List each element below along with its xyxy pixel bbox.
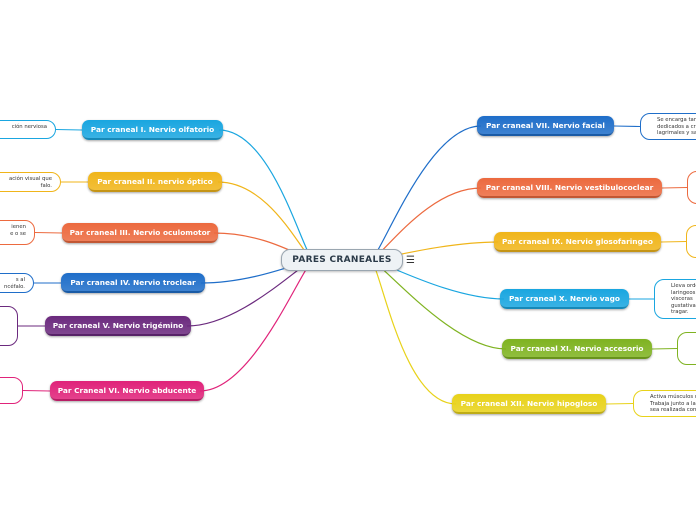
branch-trigemino[interactable]: Par craneal V. Nervio trigémino <box>45 316 191 336</box>
menu-icon[interactable]: ☰ <box>406 255 415 266</box>
branch-vestibulococlear[interactable]: Par craneal VIII. Nervio vestibulococlea… <box>477 178 662 198</box>
note-connector-vestibulococlear <box>661 186 688 189</box>
branch-accesorio[interactable]: Par craneal XI. Nervio accesorio <box>502 339 652 359</box>
branch-label: Par craneal XII. Nervio hipogloso <box>460 398 598 408</box>
branch-label: Par craneal IX. Nervio glosofaringeo <box>502 236 653 246</box>
note-line: Se encarga tan <box>657 117 696 123</box>
connector-hipogloso <box>369 259 457 405</box>
note-line: visceras <box>671 296 693 303</box>
note-line: tragar. <box>671 309 689 316</box>
branch-label: Par craneal II. nervio óptico <box>97 176 213 186</box>
note-line: falo. <box>40 182 52 189</box>
note-connector-hipogloso <box>605 402 634 405</box>
note-line: e o se <box>10 230 26 237</box>
note-connector-oculomotor <box>34 231 63 234</box>
note-line: s al <box>15 277 25 283</box>
note-connector-olfatorio <box>55 128 83 131</box>
connector-olfatorio <box>218 129 315 261</box>
connector-abducente <box>199 259 315 392</box>
note-vestibulococlear[interactable] <box>687 171 696 204</box>
connector-facial <box>369 125 482 261</box>
note-line: laringeos <box>671 289 696 296</box>
branch-abducente[interactable]: Par Craneal VI. Nervio abducente <box>50 381 204 401</box>
note-olfatorio[interactable]: ción nerviosa <box>0 120 56 139</box>
branch-facial[interactable]: Par craneal VII. Nervio facial <box>477 116 614 136</box>
note-line: ienen <box>11 224 26 230</box>
note-line: dedicados a cr <box>657 123 696 130</box>
branch-optico[interactable]: Par craneal II. nervio óptico <box>88 172 222 192</box>
branch-hipogloso[interactable]: Par craneal XII. Nervio hipogloso <box>452 394 606 414</box>
note-line: lagrimales y sa <box>657 130 696 137</box>
branch-olfatorio[interactable]: Par craneal I. Nervio olfatorio <box>82 120 223 140</box>
branch-oculomotor[interactable]: Par craneal III. Nervio oculomotor <box>62 223 218 243</box>
branch-label: Par craneal VII. Nervio facial <box>486 120 605 130</box>
note-connector-facial <box>613 125 641 128</box>
connector-accesorio <box>369 259 507 350</box>
central-topic-label: PARES CRANEALES <box>292 255 392 265</box>
note-line: Lleva orde <box>671 283 696 289</box>
branch-label: Par craneal X. Nervio vago <box>509 293 620 303</box>
branch-label: Par craneal III. Nervio oculomotor <box>69 227 211 237</box>
branch-label: Par craneal I. Nervio olfatorio <box>90 124 215 134</box>
note-abducente[interactable] <box>0 377 23 404</box>
note-line: Trabaja junto a la <box>650 400 696 407</box>
note-line: Activa músculos d <box>650 394 696 400</box>
branch-label: Par craneal V. Nervio trigémino <box>52 320 184 330</box>
branch-label: Par craneal VIII. Nervio vestibulococlea… <box>485 182 654 192</box>
note-connector-accesorio <box>651 347 678 350</box>
note-accesorio[interactable] <box>677 332 696 365</box>
note-line: gustativa <box>671 302 696 309</box>
branch-label: Par craneal IV. Nervio troclear <box>70 277 196 287</box>
note-trigemino[interactable] <box>0 306 18 346</box>
note-line: ncéfalo. <box>4 283 25 290</box>
branch-label: Par Craneal VI. Nervio abducente <box>57 385 197 395</box>
note-line: ción nerviosa <box>11 124 47 130</box>
note-line: ación visual que <box>8 176 52 182</box>
note-line: sea realizada corr <box>650 407 696 414</box>
branch-glosofaringeo[interactable]: Par craneal IX. Nervio glosofaringeo <box>494 232 661 252</box>
note-connector-abducente <box>22 389 51 392</box>
note-glosofaringeo[interactable] <box>686 225 696 258</box>
central-topic[interactable]: PARES CRANEALES <box>281 249 403 271</box>
branch-vago[interactable]: Par craneal X. Nervio vago <box>500 289 629 309</box>
branch-label: Par craneal XI. Nervio accesorio <box>510 343 644 353</box>
branch-troclear[interactable]: Par craneal IV. Nervio troclear <box>61 273 205 293</box>
note-connector-glosofaringeo <box>660 240 687 243</box>
